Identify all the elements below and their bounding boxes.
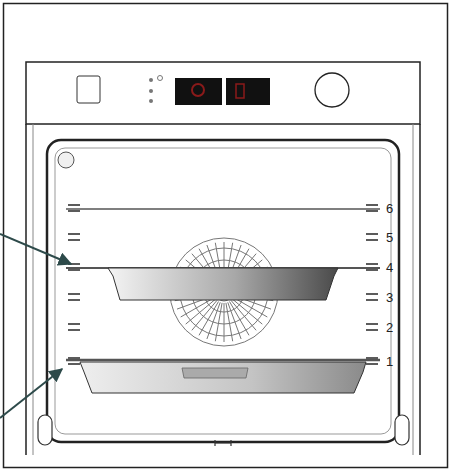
baking-tray <box>108 268 338 300</box>
icons <box>149 76 163 104</box>
rail-stroke <box>230 302 250 336</box>
rail-stroke <box>68 210 80 212</box>
rail-stroke <box>366 299 378 301</box>
rail-stroke <box>68 233 80 235</box>
rail-stroke <box>228 302 241 339</box>
shelf-level-number: 3 <box>386 291 393 304</box>
rail-stroke <box>366 239 378 241</box>
rail-stroke <box>68 323 80 325</box>
rail-stroke <box>68 239 80 241</box>
rail-stroke <box>68 357 80 359</box>
rail-stroke <box>68 293 80 295</box>
control-panel <box>26 62 420 124</box>
rail-stroke <box>224 303 225 342</box>
shelf <box>66 359 380 362</box>
rail-stroke <box>366 293 378 295</box>
leader-arrow <box>0 234 71 264</box>
rail-stroke <box>366 363 378 365</box>
shelf-level-number: 6 <box>386 202 393 215</box>
rail-stroke <box>366 357 378 359</box>
shelf-level-number: 1 <box>386 355 393 368</box>
display <box>175 78 222 105</box>
shelf-level-number: 5 <box>386 231 393 244</box>
shelf-rails <box>68 205 378 364</box>
knob <box>315 73 349 107</box>
rail-stroke <box>215 303 222 341</box>
rail-stroke <box>68 363 80 365</box>
rail-stroke <box>207 302 220 339</box>
leader-arrow <box>0 369 62 418</box>
rail-stroke <box>68 204 80 206</box>
button <box>77 76 100 103</box>
rail-stroke <box>366 233 378 235</box>
rail-stroke <box>366 210 378 212</box>
rail-stroke <box>226 303 233 341</box>
rail-stroke <box>366 263 378 265</box>
rail-stroke <box>68 269 80 271</box>
shelf-level-number: 2 <box>386 321 393 334</box>
oven-cavity <box>47 140 399 442</box>
rail-stroke <box>366 204 378 206</box>
rail-stroke <box>366 323 378 325</box>
frame <box>4 4 448 468</box>
display <box>226 78 270 105</box>
drip-tray <box>80 362 366 393</box>
shelf-level-number: 4 <box>386 261 393 274</box>
rail-stroke <box>366 329 378 331</box>
shelf <box>66 208 380 210</box>
rail-stroke <box>68 329 80 331</box>
rail-stroke <box>366 269 378 271</box>
rail-stroke <box>68 299 80 301</box>
hinges <box>38 415 409 446</box>
